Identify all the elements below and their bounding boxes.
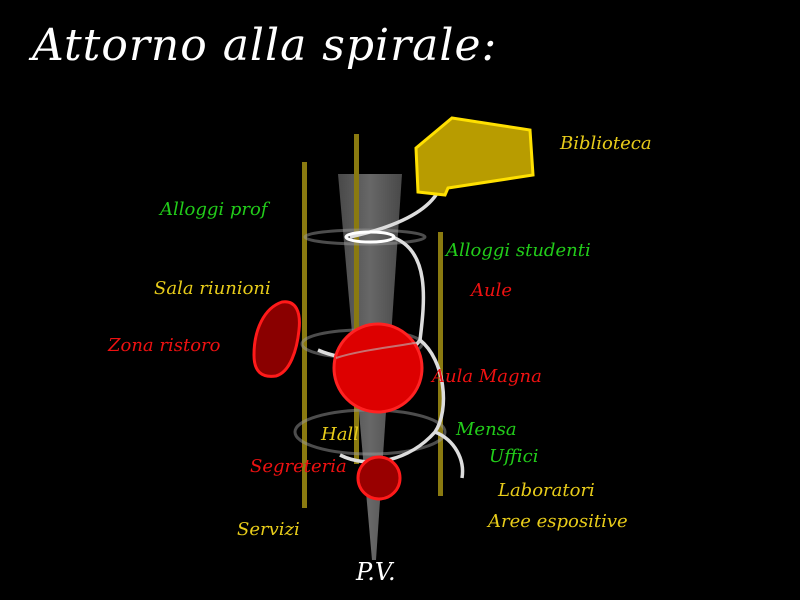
label-alloggi-studenti: Alloggi studenti [446,240,591,261]
label-alloggi-prof: Alloggi prof [160,199,268,220]
label-sala-riunioni: Sala riunioni [154,278,271,299]
label-segreteria: Segreteria [250,456,347,477]
label-servizi: Servizi [237,519,300,540]
label-aule: Aule [471,280,513,301]
pole-right [438,232,443,496]
pole-left [302,162,307,508]
label-laboratori: Laboratori [498,480,595,501]
page-title: Attorno alla spirale: [32,20,498,71]
label-uffici: Uffici [489,446,539,467]
volume-biblioteca [414,116,535,197]
label-biblioteca: Biblioteca [560,133,652,154]
volume-zona-ristoro [252,300,301,378]
pole-center [354,134,359,464]
label-hall: Hall [321,424,359,445]
label-aula-magna: Aula Magna [432,366,542,387]
label-mensa: Mensa [456,419,517,440]
volume-aula-magna [332,322,424,414]
label-aree-espositive: Aree espositive [488,511,628,532]
label-zona-ristoro: Zona ristoro [108,335,221,356]
volume-segreteria [356,455,402,501]
label-pv: P.V. [356,558,396,586]
